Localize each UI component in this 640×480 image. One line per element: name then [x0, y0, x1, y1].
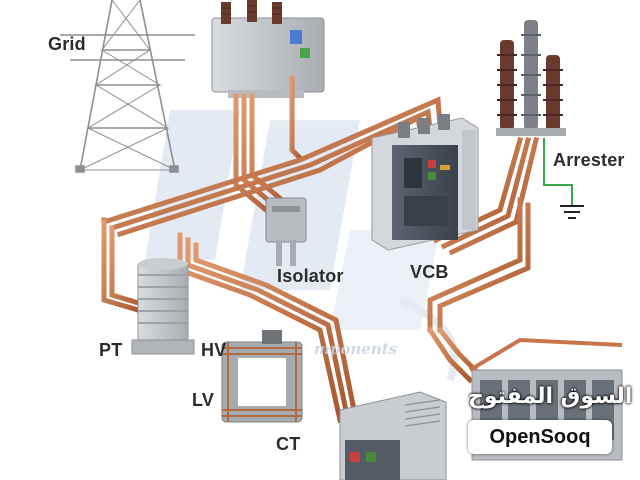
label-ct: CT — [276, 434, 301, 454]
label-hv: HV — [201, 340, 227, 360]
label-lv: LV — [192, 390, 215, 410]
label-pt: PT — [99, 340, 123, 360]
label-arrester: Arrester — [553, 150, 625, 170]
ground-icon — [543, 138, 584, 219]
power-transformer — [211, 0, 325, 98]
isolator-switch — [265, 197, 307, 266]
watermark-text: mponents — [314, 340, 398, 358]
label-isolator: Isolator — [277, 266, 344, 286]
switch-cabinet — [339, 391, 447, 480]
opensooq-badge: OpenSooq — [468, 420, 612, 454]
surge-arresters — [496, 20, 566, 136]
label-vcb: VCB — [410, 262, 449, 282]
label-grid: Grid — [48, 34, 86, 54]
vacuum-circuit-breaker — [371, 114, 479, 251]
grid-tower — [60, 0, 195, 173]
potential-transformer — [131, 258, 195, 355]
copper-busbars — [100, 75, 540, 423]
opensooq-arabic-text: السوق المفتوح — [468, 384, 633, 409]
current-transformer — [221, 330, 303, 423]
